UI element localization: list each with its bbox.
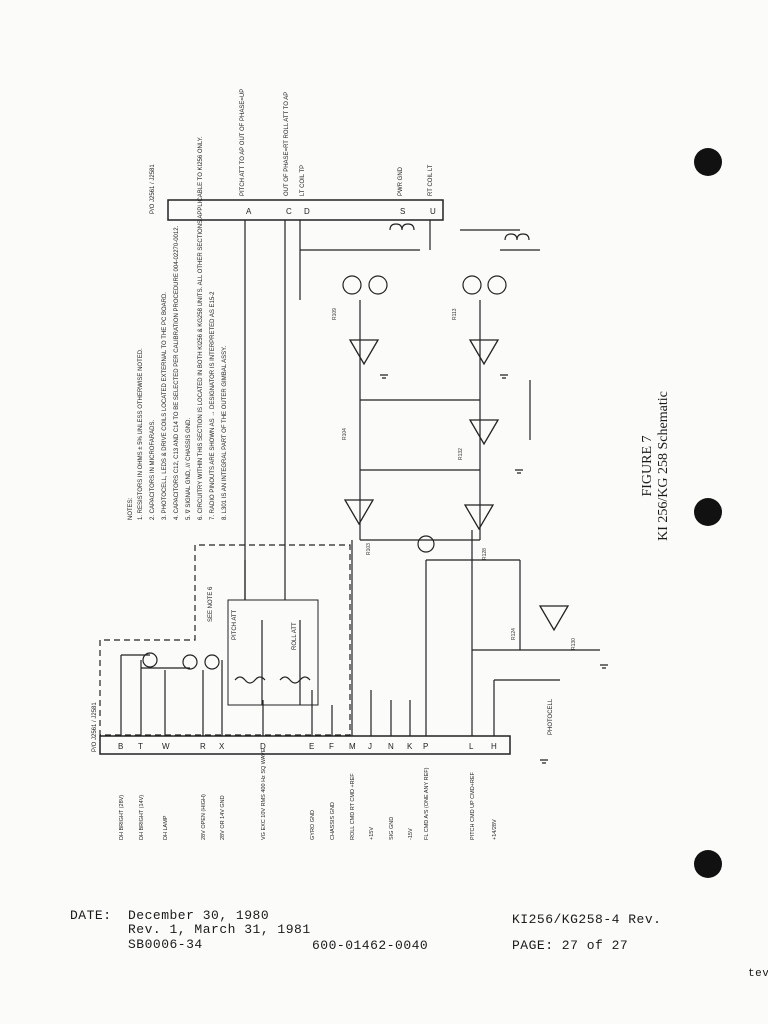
right-pin-c: C	[286, 207, 292, 216]
note-line-6: 6. CIRCUITRY WITHIN THIS SECTION IS LOCA…	[198, 136, 204, 520]
left-signal-8: ROLL CMD RT CMD +REF	[350, 773, 356, 840]
transistor-symbols	[342, 275, 507, 553]
binder-hole-middle	[694, 498, 722, 526]
date-line-1: December 30, 1980	[128, 908, 270, 923]
left-pin-r: R	[200, 742, 206, 751]
photocell-label: PHOTOCELL	[548, 698, 554, 735]
svg-text:R113: R113	[452, 308, 458, 320]
left-pin-j: J	[368, 742, 372, 751]
component-value-labels: R109 R113 R104 R132 R103 R128 R124 R130	[332, 308, 577, 650]
edge-fragment: tev	[748, 968, 768, 980]
left-signal-14: +14/28V	[492, 819, 498, 840]
svg-text:R128: R128	[482, 548, 488, 560]
left-signal-6: GYRO GND	[310, 810, 316, 840]
left-signal-3: 28V OPEN (HIGH)	[201, 794, 207, 840]
svg-text:R103: R103	[366, 543, 372, 555]
left-pin-h: H	[491, 742, 497, 751]
roll-att-label: ROLL ATT	[292, 622, 298, 650]
left-pin-t: T	[138, 742, 143, 751]
right-pin-s: S	[400, 207, 405, 216]
part-number: 600-01462-0040	[312, 938, 429, 953]
op-amp-symbols	[343, 339, 570, 632]
left-pin-n: N	[388, 742, 394, 751]
right-signal-c: OUT OF PHASE=RT ROLL ATT TO AP	[284, 92, 290, 196]
svg-text:R109: R109	[332, 308, 338, 320]
left-pin-e: E	[309, 742, 314, 751]
figure-title: KI 256/KG 258 Schematic	[656, 391, 671, 541]
note-line-5: 5. ∇ SIGNAL GND, /// CHASSIS GND.	[185, 418, 192, 520]
left-signal-10: SIG GND	[389, 817, 395, 840]
left-signal-7: CHASSIS GND	[330, 802, 336, 840]
indicator-lamps	[121, 652, 220, 670]
left-pin-x: X	[219, 742, 225, 751]
left-signal-5: VG EXC 10V RMS 400 Hz SQ WAVE	[261, 748, 267, 840]
signal-traces	[299, 220, 600, 681]
figure-caption: FIGURE 7 KI 256/KG 258 Schematic	[640, 346, 672, 586]
ground-symbols	[380, 374, 608, 764]
drive-coils	[389, 223, 530, 241]
note6-section-boundary	[99, 544, 351, 736]
left-pin-w: W	[162, 742, 170, 751]
svg-text:R104: R104	[342, 428, 348, 440]
left-signal-1: DH BRIGHT (14V)	[139, 795, 145, 840]
binder-hole-bottom	[694, 850, 722, 878]
see-note-label: SEE NOTE 6	[208, 586, 214, 622]
left-pin-p: P	[423, 742, 428, 751]
notes-block: NOTES: 1. RESISTORS IN OHMS ± 5% UNLESS …	[128, 136, 228, 520]
left-pin-f: F	[329, 742, 334, 751]
pitch-att-label: PITCH ATT	[232, 609, 238, 640]
right-signal-d: LT COIL TP	[300, 165, 306, 196]
left-signal-0: DH BRIGHT (28V)	[119, 795, 125, 840]
note-line-4: 4. CAPACITORS C12, C13 AND C14 TO BE SEL…	[174, 225, 180, 520]
left-signal-13: PITCH CMD UP CMD+REF	[470, 771, 476, 840]
note-line-7: 7. RADIO PINOUTS ARE SHOWN AS → DESIGNAT…	[210, 291, 216, 520]
svg-text:R132: R132	[458, 448, 464, 460]
left-signal-9: +15V	[369, 827, 375, 840]
left-connector-block: P/O J2561 / J2581 B T W R X D E F M J N K P L H DH BRI…	[92, 702, 511, 840]
date-line-3: SB0006-34	[128, 937, 203, 952]
left-connector-label: P/O J2561 / J2581	[92, 702, 98, 752]
right-connector-block: P/O J2561 / J2581 A C D S U PITCH ATT TO…	[150, 89, 444, 221]
left-signal-2: DH LAMP	[163, 815, 169, 840]
notes-heading: NOTES:	[128, 497, 134, 520]
svg-text:R130: R130	[571, 638, 577, 650]
left-pin-b: B	[118, 742, 123, 751]
figure-number: FIGURE 7	[640, 435, 655, 497]
left-pin-l: L	[469, 742, 474, 751]
right-signal-u: RT COIL LT	[428, 164, 434, 196]
right-signal-a: PITCH ATT TO AP OUT OF PHASE=UP	[240, 89, 246, 196]
left-signal-12: FL CMD A/S (ONE ANY REF)	[424, 767, 430, 840]
note-line-3: 3. PHOTOCELL, LEDS & DRIVE COILS LOCATED…	[162, 292, 168, 520]
right-pin-a: A	[246, 207, 252, 216]
note-line-8: 8. L301 IS AN INTEGRAL PART OF THE OUTER…	[222, 346, 228, 520]
right-connector-label: P/O J2561 / J2581	[150, 164, 156, 214]
left-signal-11: -15V	[408, 828, 414, 840]
left-connector-wires	[120, 530, 495, 736]
right-signal-s: PWR GND	[398, 166, 404, 196]
binder-hole-top	[694, 148, 722, 176]
note-line-2: 2. CAPACITORS IN MICROFARADS.	[150, 420, 156, 520]
svg-text:R124: R124	[511, 628, 517, 640]
page-number: PAGE: 27 of 27	[512, 938, 629, 953]
right-pin-u: U	[430, 207, 436, 216]
left-pin-m: M	[349, 742, 356, 751]
attitude-pickoff-section	[227, 220, 319, 706]
date-label: DATE:	[70, 908, 112, 923]
document-revision: KI256/KG258-4 Rev.	[512, 912, 662, 927]
left-signal-4: 28V OR 14V GND	[220, 795, 226, 840]
left-pin-k: K	[407, 742, 413, 751]
left-pin-d: D	[260, 742, 266, 751]
date-line-2: Rev. 1, March 31, 1981	[128, 922, 311, 937]
note-line-1: 1. RESISTORS IN OHMS ± 5% UNLESS OTHERWI…	[138, 348, 144, 520]
right-pin-d: D	[304, 207, 310, 216]
